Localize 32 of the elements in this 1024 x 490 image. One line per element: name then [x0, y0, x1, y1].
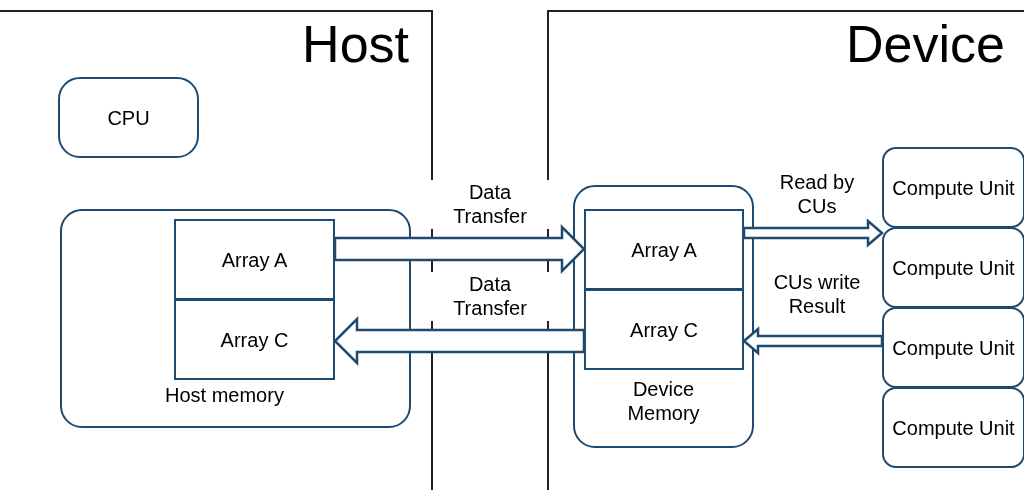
box-label: Compute Unit — [891, 415, 1016, 440]
memory-region — [60, 209, 411, 428]
edge-label: Data Transfer — [430, 272, 550, 321]
block-arrow — [742, 218, 884, 248]
box-label: Array A — [220, 247, 289, 272]
edge-label: Data Transfer — [430, 180, 550, 229]
process-box — [58, 77, 199, 158]
process-box — [882, 387, 1024, 468]
memory-block — [174, 219, 335, 300]
block-arrow — [333, 316, 586, 366]
process-box — [882, 227, 1024, 308]
memory-block — [584, 209, 744, 290]
panel-title: Device — [846, 16, 1005, 74]
box-label: Compute Unit — [891, 335, 1016, 360]
process-box — [882, 147, 1024, 228]
memory-region — [573, 185, 754, 448]
panel — [0, 10, 433, 490]
block-arrow — [742, 326, 884, 356]
box-label: Array C — [219, 327, 290, 352]
box-label: Compute Unit — [891, 255, 1016, 280]
box-label: Array A — [630, 237, 698, 262]
box-label: Compute Unit — [891, 175, 1016, 200]
region-label: Device Memory — [626, 377, 701, 426]
process-box — [882, 307, 1024, 388]
panel — [547, 10, 1024, 490]
memory-block — [584, 289, 744, 370]
memory-block — [174, 299, 335, 380]
region-label: Host memory — [165, 383, 284, 408]
box-label: CPU — [106, 105, 151, 130]
panel-title: Host — [302, 16, 409, 74]
block-arrow — [333, 224, 586, 274]
box-label: Array C — [629, 317, 699, 342]
